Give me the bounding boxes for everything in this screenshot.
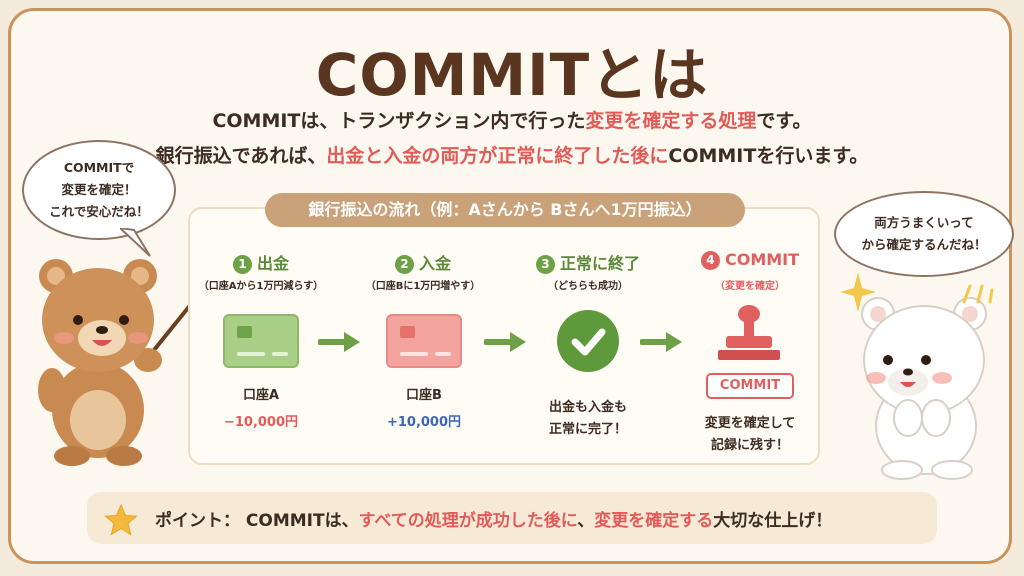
step-3-label-line-2: 正常に完了！	[548, 422, 627, 437]
point-prefix: ポイント：	[155, 511, 240, 531]
intro-line-1-highlight: 変更を確定する処理	[585, 110, 757, 132]
left-bubble-line: 変更を確定！	[61, 182, 137, 197]
intro-line-2-c: COMMITを行います。	[668, 145, 869, 167]
card-icon-account-a	[223, 314, 299, 368]
arrow-right-icon	[318, 332, 360, 352]
commit-badge: COMMIT	[706, 373, 794, 399]
step-3-subtitle: （どちらも成功）	[548, 281, 628, 292]
star-icon	[104, 503, 138, 536]
card-icon-account-b	[386, 314, 462, 368]
brown-bear-teacher-illustration	[38, 259, 198, 466]
intro-line-2-a: 銀行振込であれば、	[155, 145, 327, 167]
left-bubble-line: これで安心だね！	[49, 204, 149, 219]
step-1-number: 1	[232, 255, 252, 274]
step-1-title: 出金	[256, 254, 289, 273]
step-2-subtitle: （口座Bに1万円増やす）	[365, 281, 481, 292]
step-4-label-line-1: 変更を確定して	[704, 416, 796, 431]
left-bubble-line: COMMITで	[63, 160, 135, 175]
intro-line-1: COMMITは、トランザクション内で行った変更を確定する処理です。	[0, 106, 1024, 133]
flow-title: 銀行振込の流れ（例：Aさんから Bさんへ1万円振込）	[265, 193, 745, 227]
check-icon	[557, 310, 619, 372]
step-3-title: 正常に終了	[559, 254, 640, 273]
stamp-icon	[718, 305, 780, 360]
step-3-label-line-1: 出金も入金も	[548, 400, 627, 415]
account-a-amount: −10,000円	[223, 415, 299, 430]
white-bear-illustration	[861, 297, 987, 480]
arrow-right-icon	[640, 332, 682, 352]
page-title: COMMITとは	[315, 41, 709, 109]
intro-line-2-highlight: 出金と入金の両方が正常に終了した後に	[326, 145, 669, 167]
step-2-title: 入金	[418, 254, 451, 273]
account-b-amount: +10,000円	[386, 415, 462, 430]
sparkle-lines-icon	[962, 284, 994, 304]
point-part-e: 大切な仕上げ！	[713, 511, 833, 531]
step-3-number: 3	[535, 255, 555, 274]
point-box	[87, 492, 937, 544]
point-part-a: COMMITは、	[245, 511, 359, 531]
step-4-number: 4	[700, 251, 720, 270]
point-part-c: 、	[577, 511, 595, 531]
step-4-title: COMMIT	[724, 250, 800, 269]
intro-line-2: 銀行振込であれば、出金と入金の両方が正常に終了した後にCOMMITを行います。	[0, 141, 1024, 168]
left-bubble-tail	[120, 228, 151, 257]
step-1-subtitle: （口座Aから1万円減らす）	[198, 281, 324, 292]
right-bubble-line: 両方うまくいって	[874, 215, 974, 230]
step-4-subtitle: （変更を確定）	[715, 281, 785, 292]
point-highlight-2: 変更を確定する	[594, 511, 714, 531]
left-speech-bubble: COMMITで 変更を確定！ これで安心だね！	[22, 140, 176, 240]
sparkle-icon	[840, 272, 876, 312]
step-2-number: 2	[394, 255, 414, 274]
right-speech-bubble: 両方うまくいって から確定するんだね！	[834, 191, 1014, 277]
account-b-label: 口座B	[406, 388, 442, 403]
point-text: ポイント： COMMITは、すべての処理が成功した後に、変更を確定する大切な仕上…	[155, 506, 935, 531]
intro-line-1-c: です。	[756, 110, 812, 132]
flow-panel	[188, 207, 820, 465]
intro-line-1-a: COMMITは、トランザクション内で行った	[212, 110, 586, 132]
arrow-right-icon	[484, 332, 526, 352]
account-a-label: 口座A	[242, 388, 280, 403]
right-bubble-line: から確定するんだね！	[861, 237, 987, 252]
point-highlight-1: すべての処理が成功した後に	[358, 511, 578, 531]
step-4-label-line-2: 記録に残す！	[710, 438, 789, 453]
